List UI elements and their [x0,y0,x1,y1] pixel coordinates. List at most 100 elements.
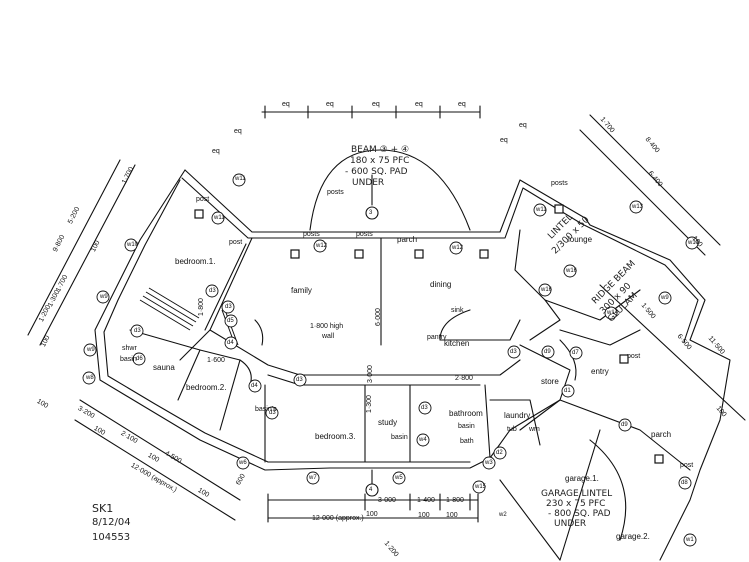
room-label-garage-2: garage.2. [616,532,650,541]
label-posts: posts [356,231,373,238]
room-label-family: family [291,286,312,295]
right-dim-line-3 [599,284,746,421]
right-dim-line [589,114,721,246]
kitchen-curve [439,309,471,341]
top-dim-ticks [264,105,481,119]
note-garage-lintel-1: GARAGE LINTEL [541,489,613,499]
note-wall-height: 1·800 high [310,323,344,330]
label-post: post [627,353,641,360]
left-bottom-dim-line-2 [74,419,236,521]
tag-d9: d9 [621,422,628,428]
room-label-lounge: lounge [568,235,593,244]
tag-w6: w6 [239,460,247,466]
garage-wall-2 [499,479,561,561]
tag-d3: d3 [421,405,428,411]
room-label-kitchen: kitchen [444,339,470,348]
entry-wall [559,329,641,346]
dim-eq: eq [326,101,334,108]
outer-wall-inner [181,177,699,343]
tag-d3: d3 [134,328,141,334]
dim-100: 100 [366,511,378,518]
note-beam-2: 180 x 75 PFC [350,156,410,166]
dim-eq: eq [500,137,508,144]
dim-6000: 6·000 [375,308,382,326]
fixture-basins: basin's [255,406,277,413]
tag-d3: d3 [269,410,276,416]
dim-12000: 12·000 (approx.) [312,515,364,522]
tag-d3: d3 [225,304,232,310]
door-arc-bed1 [254,319,264,346]
tag-w2: w2 [499,512,507,518]
post-square [414,249,424,259]
room-label-parch-right: parch [651,430,672,439]
tag-w5: w5 [395,475,403,481]
tag-w11: w11 [235,176,246,182]
garage-divider [559,429,601,561]
label-posts: posts [551,180,568,187]
sketch-date: 8/12/04 [92,517,131,528]
room-label-parch-top: parch [397,235,418,244]
fixture-tub: tub [507,426,517,433]
garage-door-arc [589,439,627,541]
post-square [290,249,300,259]
dim-eq: eq [415,101,423,108]
dim-eq: eq [372,101,380,108]
hatched-wall [139,287,200,331]
label-post: post [229,239,243,246]
tag-w10: w10 [127,242,139,248]
dim-eq: eq [212,148,220,155]
tag-w3: w3 [485,460,493,466]
sketch-number: 104553 [92,532,131,543]
tag-d8: d8 [681,480,688,486]
room-label-bedroom-1: bedroom.1. [175,257,216,266]
dim-1600: 1·600 [207,357,225,364]
dim-2800: 2·800 [455,375,473,382]
entry-door-arc [559,339,577,381]
tag-w16: w16 [541,287,553,293]
note-garage-lintel-3: - 800 SQ. PAD [548,509,611,519]
grid-bubble-3: 3 [369,210,373,216]
note-wall: wall [322,333,335,340]
label-post: post [680,462,694,469]
tag-d6: d6 [136,356,143,362]
left-bottom-dim-line [79,399,241,501]
tag-w9: w9 [87,347,95,353]
fixture-basin-study: basin [391,434,408,441]
dim-1800: 1·800 [198,298,205,316]
tag-d9: d9 [544,349,551,355]
fixture-bath: bath [460,438,474,445]
door-arc-bed2 [239,359,252,386]
tag-w1: w1 [686,537,694,543]
right-dim-line-2 [579,129,706,256]
tag-w11: w11 [214,215,225,221]
post-square [479,249,489,259]
fixture-pantry: pantry [427,334,447,341]
left-wall [94,169,511,471]
grid-bubble-4: 4 [369,487,373,493]
room-label-dining: dining [430,280,452,289]
tag-d3: d3 [209,288,216,294]
post-square [619,354,629,364]
note-beam-3: - 600 SQ. PAD [345,167,408,177]
note-beam-4: UNDER [352,178,385,188]
dim-100: 100 [418,512,430,519]
label-posts: posts [327,189,344,196]
dim-100: 100 [446,512,458,519]
tag-w7: w7 [309,475,317,481]
bedroom1-inner [204,243,247,331]
tag-d5: d5 [227,318,234,324]
door-arc-top [309,149,471,231]
tag-d3: d3 [296,377,303,383]
tag-w12: w12 [452,245,464,251]
tag-d1: d1 [564,388,571,394]
room-label-bathroom: bathroom [449,409,483,418]
fixture-basin: basin [120,356,137,363]
tag-w9: w9 [100,294,108,300]
room-label-store: store [541,377,559,386]
dim-eq: eq [234,128,242,135]
fixture-sink: sink [451,307,464,314]
bath-right [484,384,491,459]
tag-w9: w9 [661,295,669,301]
tag-w13: w13 [632,204,644,210]
